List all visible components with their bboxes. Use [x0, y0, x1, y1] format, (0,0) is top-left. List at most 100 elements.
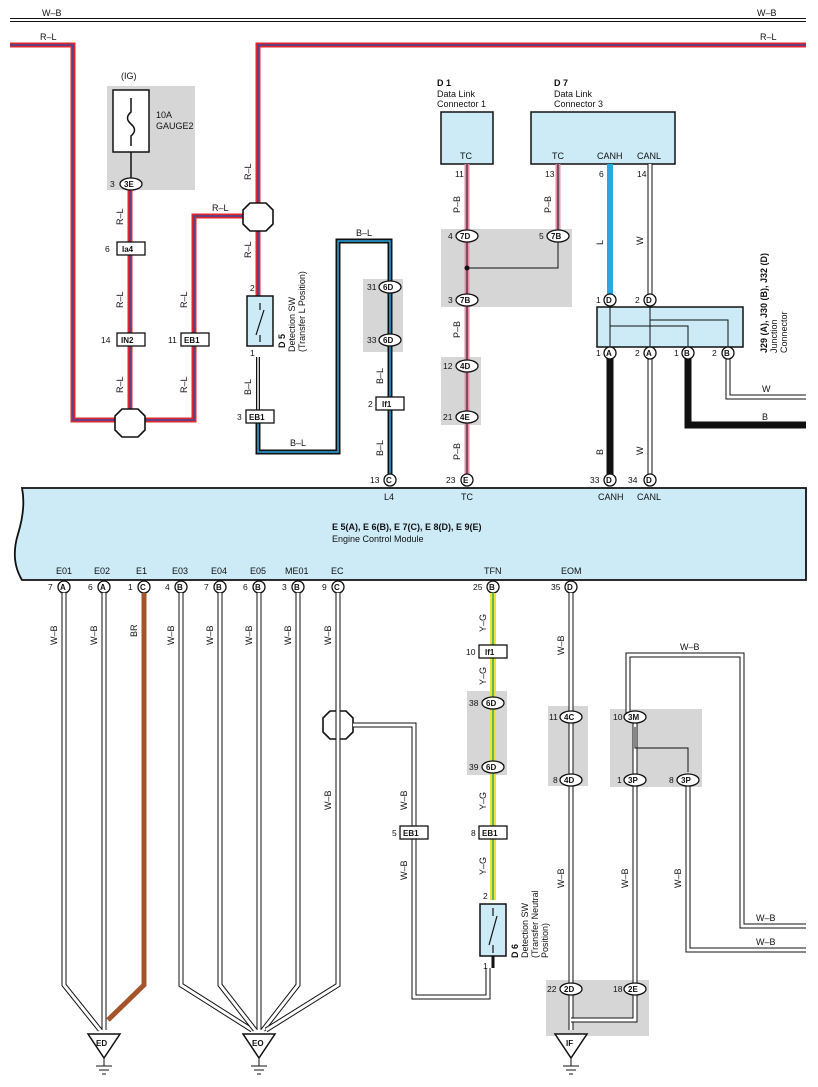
connector-label: 4E: [460, 413, 470, 422]
wire-label: P–B: [452, 321, 462, 338]
pin-label: 8: [669, 775, 674, 785]
ground-label: IF: [566, 1039, 573, 1048]
pin-label: 4: [448, 231, 453, 241]
d6-line1: Detection SW: [520, 902, 530, 958]
d6-switch: 2 1 D 6 Detection SW (Transfer Neutral P…: [479, 890, 550, 971]
connector-label: EB1: [249, 413, 265, 422]
d1-line1: Data Link: [437, 89, 476, 99]
pin-label: 2: [635, 295, 640, 305]
pin-label: 1: [596, 295, 601, 305]
connector-label: If1: [382, 400, 392, 409]
connector-label: D: [606, 296, 612, 305]
svg-text:4: 4: [165, 582, 170, 592]
svg-text:C: C: [334, 583, 340, 592]
svg-text:6: 6: [88, 582, 93, 592]
pin-label: 1: [250, 348, 255, 358]
yg-connectors: If1 10 6D 38 6D 39 EB1 8 EB1 5: [392, 644, 508, 840]
pin-label: 31: [367, 282, 377, 292]
d7-id: D 7: [554, 78, 568, 88]
wire-label: R–L: [212, 203, 229, 213]
pin-label: 22: [547, 984, 557, 994]
pin-label: 39: [469, 762, 479, 772]
pin-label: 2: [635, 348, 640, 358]
connector-label: 3P: [628, 776, 638, 785]
pin-label: 2: [368, 399, 373, 409]
wire-label: W: [635, 446, 645, 455]
pin-label: 14: [101, 335, 111, 345]
connector-label: 3E: [124, 180, 134, 189]
d6-line2: (Transfer Neutral: [530, 890, 540, 958]
wire-label: Y–G: [478, 667, 488, 685]
connector-label: 7B: [460, 296, 470, 305]
connector-label: D: [606, 476, 612, 485]
d7-canl: CANL: [637, 151, 661, 161]
wire-label: P–B: [452, 196, 462, 213]
ecm-pin-label: EC: [331, 566, 344, 576]
connector-label: D: [567, 583, 573, 592]
d7-canh: CANH: [597, 151, 623, 161]
ecm-pin-label: CANH: [598, 492, 624, 502]
wire-label: B–L: [375, 368, 385, 384]
pin-label: 25: [473, 582, 483, 592]
pin-label: 10: [613, 712, 623, 722]
ecm-pin-label: E05: [250, 566, 266, 576]
d7-line2: Connector 3: [554, 99, 603, 109]
wb-label: W–B: [42, 8, 62, 18]
fuse-rating: 10A: [156, 110, 172, 120]
svg-text:7: 7: [48, 582, 53, 592]
pin-label: 6: [105, 244, 110, 254]
fuse-gauge2: (IG) 10A GAUGE2: [112, 71, 194, 178]
connector-label: A: [646, 349, 652, 358]
connector-label: A: [606, 349, 612, 358]
fuse-ig-label: (IG): [121, 71, 137, 81]
svg-text:C: C: [140, 583, 146, 592]
connector-label: If1: [485, 648, 495, 657]
wire-label: W–B: [756, 937, 776, 947]
connector-label: D: [646, 476, 652, 485]
wire-label: B–L: [356, 228, 372, 238]
ecm-pin-label: TFN: [484, 566, 502, 576]
connector-label: 6D: [486, 763, 496, 772]
pin-label: 1: [483, 961, 488, 971]
connector-label: 3M: [628, 713, 639, 722]
wire-label: R–L: [40, 32, 57, 42]
ecm-pin-label: EOM: [561, 566, 582, 576]
wire-label: W–B: [323, 790, 333, 810]
wire-label: W–B: [399, 790, 409, 810]
ecm-box: L4 TC CANH CANL E 5(A), E 6(B), E 7(C), …: [13, 487, 807, 581]
wire-label: R–L: [760, 32, 777, 42]
connector-label: IN2: [121, 336, 134, 345]
junction-line2: Connector: [779, 311, 789, 353]
pb-wires: [464, 164, 561, 480]
d1-pin: TC: [460, 151, 472, 161]
connector-label: C: [386, 476, 392, 485]
rl-wires: [10, 42, 806, 423]
wire-label: B: [762, 412, 768, 422]
connector-label: EB1: [403, 829, 419, 838]
svg-text:B: B: [255, 583, 261, 592]
wire-label: B: [595, 449, 605, 455]
connector-label: B: [489, 583, 495, 592]
wire-label: W–B: [244, 625, 254, 645]
ecm-codes: E 5(A), E 6(B), E 7(C), E 8(D), E 9(E): [332, 522, 482, 532]
pin-label: 11: [455, 169, 464, 179]
ecm-pin-label: L4: [384, 492, 394, 502]
pin-label: 2: [712, 348, 717, 358]
pin-label: 23: [446, 475, 456, 485]
connector-label: 4C: [564, 713, 574, 722]
fuse-name: GAUGE2: [156, 121, 194, 131]
pin-label: 38: [469, 698, 479, 708]
pin-label: 12: [443, 361, 453, 371]
connector-label: 2E: [628, 985, 638, 994]
connector-label: B: [684, 349, 690, 358]
d6-line3: Position): [540, 923, 550, 958]
svg-text:A: A: [100, 583, 106, 592]
connector-label: B: [724, 349, 730, 358]
d5-switch: 2 1 D 5 Detection SW (Transfer L Positio…: [246, 271, 307, 358]
wire-label: W–B: [756, 913, 776, 923]
pin-label: 21: [443, 412, 453, 422]
wire-label: W–B: [556, 868, 566, 888]
data-link-connectors: D 1 Data Link Connector 1 TC D 7 Data Li…: [437, 78, 676, 179]
